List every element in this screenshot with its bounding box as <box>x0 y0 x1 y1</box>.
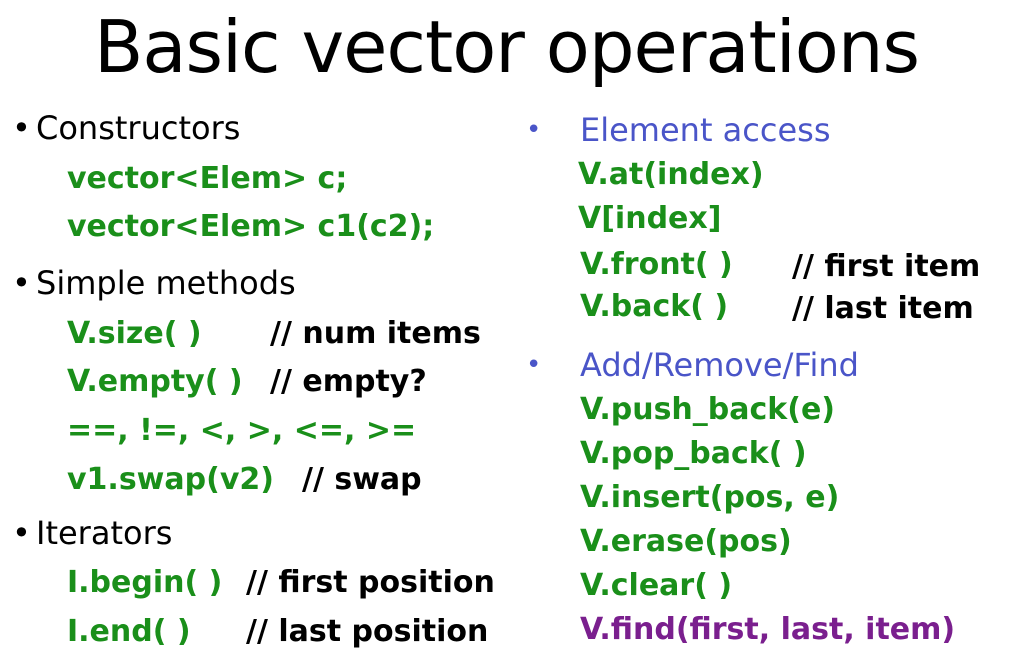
code-size: V.size( ) <box>67 316 202 351</box>
comment-begin: // first position <box>246 565 495 600</box>
code-insert: V.insert(pos, e) <box>580 480 840 515</box>
heading-element-access: Element access <box>580 111 831 149</box>
bullet-element-access: • <box>526 115 542 145</box>
constructor-copy: vector<Elem> c1(c2); <box>67 209 435 244</box>
heading-simple-methods: Simple methods <box>36 264 296 302</box>
slide-title: Basic vector operations <box>94 5 920 89</box>
comment-empty: // empty? <box>270 364 427 399</box>
code-end: I.end( ) <box>67 614 191 649</box>
code-front: V.front( ) <box>580 247 733 282</box>
code-empty: V.empty( ) <box>67 364 243 399</box>
code-clear: V.clear( ) <box>580 568 733 603</box>
code-back: V.back( ) <box>580 289 729 324</box>
comment-swap: // swap <box>302 462 422 497</box>
constructor-default: vector<Elem> c; <box>67 161 348 196</box>
code-subscript: V[index] <box>578 201 722 236</box>
code-push-back: V.push_back(e) <box>580 392 836 427</box>
heading-constructors: Constructors <box>36 109 241 147</box>
bullet-add-remove-find: • <box>526 350 542 380</box>
comment-size: // num items <box>270 316 481 351</box>
bullet-simple-methods: • <box>12 264 31 302</box>
code-swap: v1.swap(v2) <box>67 462 274 497</box>
code-pop-back: V.pop_back( ) <box>580 436 807 471</box>
bullet-constructors: • <box>12 109 31 147</box>
comment-front: // first item <box>792 249 981 284</box>
code-comparison-operators: ==, !=, <, >, <=, >= <box>67 413 417 448</box>
heading-iterators: Iterators <box>36 514 173 552</box>
code-at: V.at(index) <box>578 157 764 192</box>
heading-add-remove-find: Add/Remove/Find <box>580 346 859 384</box>
comment-end: // last position <box>246 614 489 649</box>
code-begin: I.begin( ) <box>67 565 223 600</box>
code-erase: V.erase(pos) <box>580 524 792 559</box>
comment-back: // last item <box>792 291 974 326</box>
bullet-iterators: • <box>12 514 31 552</box>
code-find: V.find(first, last, item) <box>580 612 956 647</box>
